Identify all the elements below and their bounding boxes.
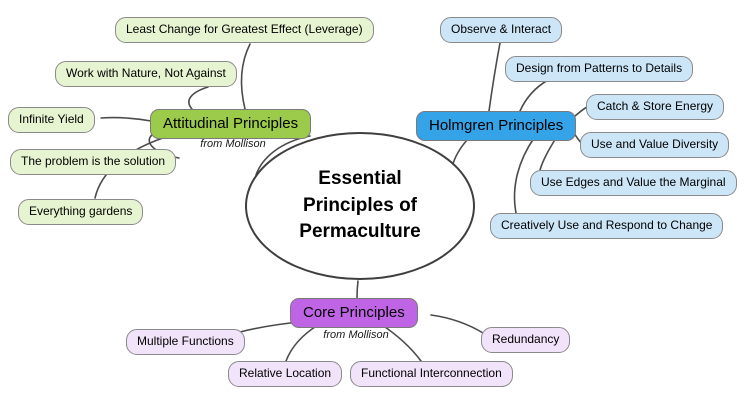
branch-node-core-principles[interactable]: Core Principles xyxy=(290,298,418,329)
connector-path xyxy=(188,86,209,110)
leaf-use-edges-value-marginal[interactable]: Use Edges and Value the Marginal xyxy=(530,170,737,196)
connector-path xyxy=(356,280,359,299)
connector-path xyxy=(100,116,152,122)
connector-path xyxy=(519,79,549,112)
connector-path xyxy=(539,137,557,171)
leaf-observe-and-interact[interactable]: Observe & Interact xyxy=(440,17,563,43)
branch-subtitle-core: from Mollison xyxy=(323,329,389,341)
leaf-infinite-yield[interactable]: Infinite Yield xyxy=(8,107,95,133)
connector-path xyxy=(430,314,484,334)
leaf-problem-is-the-solution[interactable]: The problem is the solution xyxy=(10,149,177,175)
leaf-everything-gardens[interactable]: Everything gardens xyxy=(18,199,144,225)
central-topic-line-3: Permaculture xyxy=(299,221,421,243)
branch-subtitle-attitudinal: from Mollison xyxy=(200,138,266,150)
branch-node-attitudinal-principles[interactable]: Attitudinal Principles xyxy=(150,109,312,140)
leaf-least-change-for-greatest-effect[interactable]: Least Change for Greatest Effect (Levera… xyxy=(115,17,374,43)
leaf-work-with-nature[interactable]: Work with Nature, Not Against xyxy=(55,61,237,87)
leaf-catch-and-store-energy[interactable]: Catch & Store Energy xyxy=(586,94,725,120)
central-topic-line-2: Principles of xyxy=(302,194,418,216)
leaf-functional-interconnection[interactable]: Functional Interconnection xyxy=(350,361,513,387)
connector-path xyxy=(240,43,251,110)
leaf-redundancy[interactable]: Redundancy xyxy=(481,327,571,353)
leaf-multiple-functions[interactable]: Multiple Functions xyxy=(126,329,245,355)
connector-path xyxy=(513,137,535,214)
central-topic[interactable]: Essential Principles of Permaculture xyxy=(245,132,475,280)
leaf-design-from-patterns[interactable]: Design from Patterns to Details xyxy=(505,56,694,82)
leaf-relative-location[interactable]: Relative Location xyxy=(228,361,343,387)
connector-path xyxy=(488,42,501,112)
central-topic-line-1: Essential xyxy=(318,168,402,190)
connector-path xyxy=(285,324,319,362)
leaf-creatively-use-and-respond[interactable]: Creatively Use and Respond to Change xyxy=(490,213,724,239)
branch-node-holmgren-principles[interactable]: Holmgren Principles xyxy=(416,111,577,142)
leaf-use-and-value-diversity[interactable]: Use and Value Diversity xyxy=(580,132,730,158)
